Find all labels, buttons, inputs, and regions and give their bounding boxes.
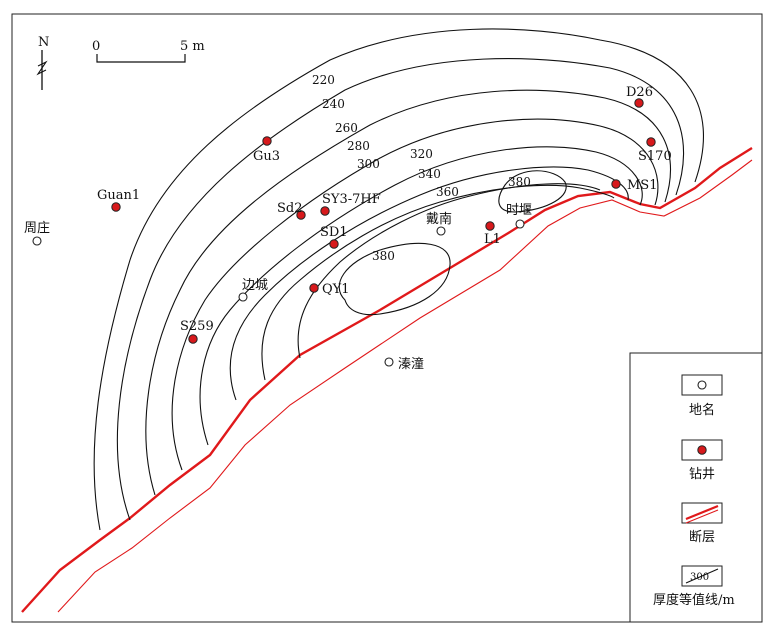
- contour-label-380-west: 380: [372, 249, 395, 263]
- contour-380-east: [498, 170, 567, 213]
- well-label-s259: S259: [180, 319, 214, 334]
- map-frame: [11, 13, 763, 623]
- well-s259[interactable]: S259: [180, 319, 214, 344]
- place-dainan[interactable]: 戴南: [426, 211, 452, 236]
- place-zhouzhuang[interactable]: 周庄: [24, 220, 50, 246]
- scale-zero: 0: [92, 39, 100, 54]
- contour-label-300: 300: [357, 157, 380, 171]
- contour-label-320: 320: [410, 147, 433, 161]
- legend-item-fault: 断层: [681, 502, 723, 545]
- well-s170[interactable]: S170: [638, 137, 672, 164]
- well-d26[interactable]: D26: [626, 85, 653, 108]
- contour-280: [171, 118, 659, 471]
- place-label-biancheng: 边城: [242, 278, 268, 293]
- contour-260: [145, 89, 671, 496]
- contour-label-340: 340: [418, 167, 441, 181]
- contour-320: [229, 166, 629, 401]
- contour-220: [93, 28, 704, 531]
- well-label-gu3: Gu3: [253, 149, 280, 164]
- well-label-sd2: Sd2: [277, 201, 303, 216]
- legend-item-place: 地名: [681, 374, 723, 418]
- well-label-qy1: QY1: [322, 282, 350, 297]
- contour-340: [261, 184, 615, 381]
- well-sd2[interactable]: Sd2: [277, 201, 306, 220]
- well-label-sy3-7hf: SY3-7HF: [322, 192, 381, 207]
- contour-labels: 220 240 260 280 300 320 340 360 380 380: [312, 73, 531, 263]
- fault-main: [21, 146, 753, 613]
- place-biancheng[interactable]: 边城: [238, 278, 268, 302]
- well-label-s170: S170: [638, 149, 672, 164]
- place-label-qintong: 溱潼: [398, 356, 424, 372]
- contour-300: [199, 146, 643, 446]
- well-sy3-7hf[interactable]: SY3-7HF: [320, 192, 381, 216]
- well-sd1[interactable]: SD1: [320, 225, 348, 249]
- contour-label-240: 240: [322, 97, 345, 111]
- well-label-sd1: SD1: [320, 225, 348, 240]
- contour-label-260: 260: [335, 121, 358, 135]
- north-label: N: [38, 35, 49, 50]
- contour-label-360: 360: [436, 185, 459, 199]
- scale-bar: 0 5 m: [92, 39, 205, 63]
- legend-label-isopach: 厚度等值线/m: [653, 592, 735, 608]
- contour-380-west: [338, 242, 451, 316]
- contour-360: [297, 183, 601, 359]
- scale-end: 5 m: [180, 39, 205, 54]
- places: 周庄 边城 戴南 时堰 溱潼: [24, 203, 532, 372]
- well-guan1[interactable]: Guan1: [97, 188, 140, 212]
- well-label-l1: L1: [484, 232, 501, 247]
- fault-parallel: [57, 159, 753, 613]
- legend-isopach-sample: 300: [690, 572, 709, 583]
- contour-label-280: 280: [347, 139, 370, 153]
- well-qy1[interactable]: QY1: [309, 282, 350, 297]
- well-label-d26: D26: [626, 85, 653, 100]
- well-label-ms1: MS1: [627, 178, 658, 193]
- well-label-guan1: Guan1: [97, 188, 140, 203]
- well-ms1[interactable]: MS1: [611, 178, 658, 193]
- well-l1[interactable]: L1: [484, 221, 501, 247]
- place-shiyan[interactable]: 时堰: [506, 203, 532, 229]
- legend-item-well: 钻井: [681, 439, 723, 482]
- legend-label-fault: 断层: [689, 530, 715, 545]
- contour-label-380-east: 380: [508, 175, 531, 189]
- place-label-zhouzhuang: 周庄: [24, 220, 50, 236]
- place-qintong[interactable]: 溱潼: [384, 356, 424, 372]
- wells: Gu3 Guan1 Sd2 SY3-7HF SD1 QY1 S259 D26: [97, 85, 672, 344]
- contours: [93, 28, 704, 531]
- legend-item-isopach: 300 厚度等值线/m: [653, 565, 735, 608]
- place-label-shiyan: 时堰: [506, 203, 532, 218]
- legend-label-well: 钻井: [689, 467, 715, 482]
- legend: 地名 钻井 断层 300 厚度等值线/m: [629, 352, 763, 623]
- north-arrow: N: [36, 35, 49, 90]
- contour-240: [116, 58, 685, 521]
- well-gu3[interactable]: Gu3: [253, 136, 280, 164]
- legend-label-place: 地名: [689, 402, 715, 418]
- contour-label-220: 220: [312, 73, 335, 87]
- place-label-dainan: 戴南: [426, 211, 452, 227]
